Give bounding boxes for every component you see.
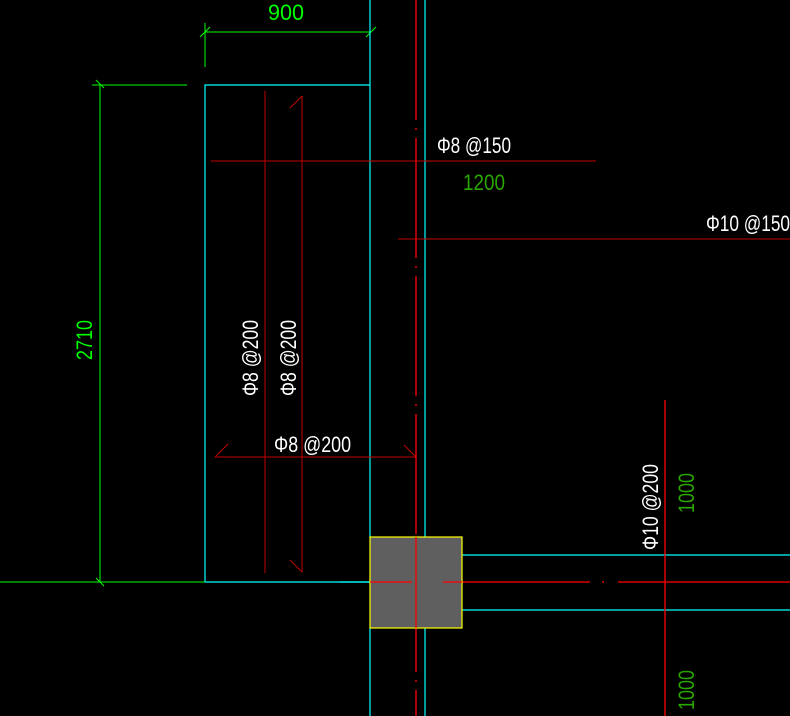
dimension-1000-upper-label: 1000	[674, 473, 699, 513]
dimension-1200-label: 1200	[463, 170, 505, 195]
dimension-1000-lower-label: 1000	[674, 670, 699, 710]
dimension-900-label: 900	[268, 0, 304, 25]
rebar-label-bottom: Φ8 @200	[274, 432, 351, 457]
rebar-label-right-vertical: Φ10 @200	[638, 464, 663, 550]
dimension-2710-label: 2710	[72, 320, 97, 360]
dimension-2710	[0, 79, 205, 587]
rebar-label-vertical-right: Φ8 @200	[276, 320, 301, 396]
rebar-label-right: Φ10 @150	[706, 211, 790, 236]
dimension-900	[199, 23, 377, 67]
rebar-label-vertical-left: Φ8 @200	[238, 320, 263, 396]
column-axis	[370, 537, 462, 628]
wall-outline	[204, 0, 790, 716]
rebar-label-top: Φ8 @150	[437, 133, 511, 158]
rebars	[211, 91, 790, 573]
